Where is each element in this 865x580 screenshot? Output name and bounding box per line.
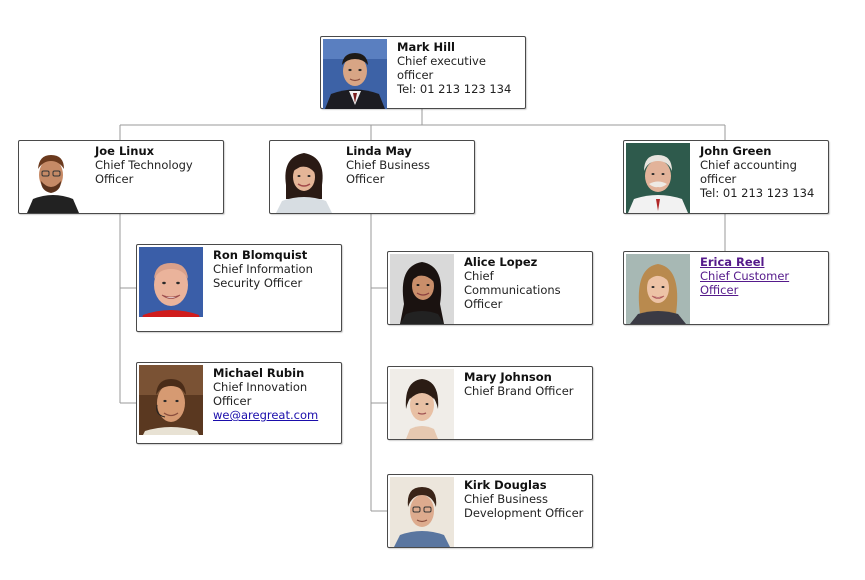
person-phone: Tel: 01 213 123 134: [397, 82, 512, 96]
person-title: Chief Business Development Officer: [464, 492, 584, 520]
org-node-mark-hill[interactable]: Mark Hill Chief executive officer Tel: 0…: [320, 36, 526, 109]
avatar: [323, 39, 387, 109]
org-node-alice-lopez[interactable]: Alice Lopez Chief Communications Officer: [387, 251, 593, 325]
person-title: Chief Brand Officer: [464, 384, 574, 398]
email-link[interactable]: we@aregreat.com: [213, 408, 319, 422]
avatar: [390, 369, 454, 439]
avatar: [390, 477, 454, 547]
person-name: Joe Linux: [95, 144, 155, 158]
person-name: Alice Lopez: [464, 255, 538, 269]
person-name: Kirk Douglas: [464, 478, 547, 492]
person-phone: Tel: 01 213 123 134: [700, 186, 815, 200]
person-title: Chief accounting officer: [700, 158, 797, 186]
org-node-mary-johnson[interactable]: Mary Johnson Chief Brand Officer: [387, 366, 593, 440]
person-title: Chief Communications Officer: [464, 269, 561, 311]
avatar: [626, 143, 690, 213]
avatar: [390, 254, 454, 324]
org-node-michael-rubin[interactable]: Michael Rubin Chief Innovation Officer w…: [136, 362, 342, 444]
org-node-linda-may[interactable]: Linda May Chief Business Officer: [269, 140, 475, 214]
person-name: John Green: [700, 144, 772, 158]
person-name: Michael Rubin: [213, 366, 305, 380]
person-name: Linda May: [346, 144, 412, 158]
person-title: Chief Business Officer: [346, 158, 431, 186]
person-name-link[interactable]: Erica Reel: [700, 255, 765, 269]
person-title-link[interactable]: Chief Customer Officer: [700, 269, 790, 297]
person-name: Mary Johnson: [464, 370, 552, 384]
avatar: [626, 254, 690, 324]
person-title: Chief Information Security Officer: [213, 262, 313, 290]
avatar: [272, 143, 336, 213]
person-name: Ron Blomquist: [213, 248, 308, 262]
avatar: [21, 143, 85, 213]
avatar: [139, 365, 203, 435]
org-node-ron-blomquist[interactable]: Ron Blomquist Chief Information Security…: [136, 244, 342, 332]
org-node-erica-reel[interactable]: Erica Reel Chief Customer Officer: [623, 251, 829, 325]
org-node-kirk-douglas[interactable]: Kirk Douglas Chief Business Development …: [387, 474, 593, 548]
person-title: Chief Innovation Officer: [213, 380, 308, 408]
person-name: Mark Hill: [397, 40, 455, 54]
person-title: Chief Technology Officer: [95, 158, 193, 186]
person-title: Chief executive officer: [397, 54, 486, 82]
org-node-joe-linux[interactable]: Joe Linux Chief Technology Officer: [18, 140, 224, 214]
org-node-john-green[interactable]: John Green Chief accounting officer Tel:…: [623, 140, 829, 214]
avatar: [139, 247, 203, 317]
